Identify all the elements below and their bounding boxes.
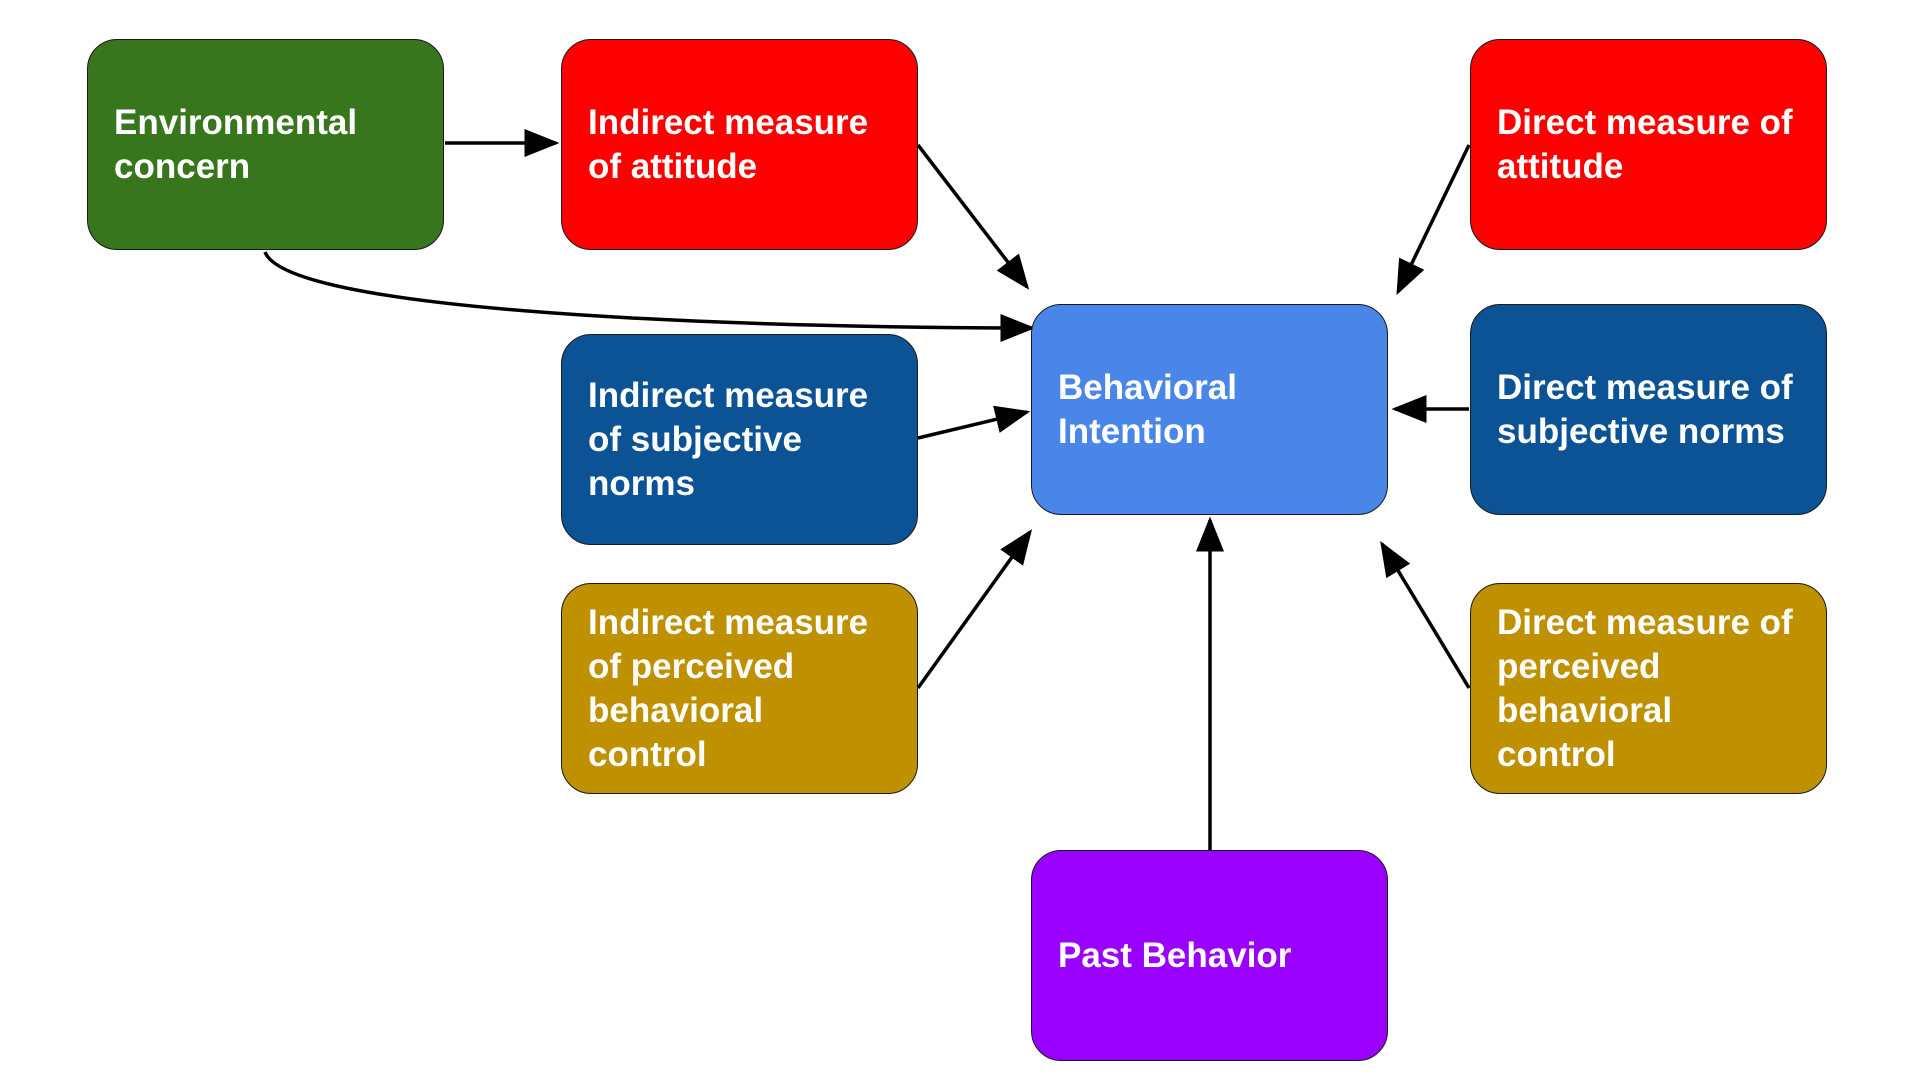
edge-indirect-control-to-behavioral-intention: [916, 529, 1033, 690]
node-label: Behavioral Intention: [1058, 367, 1237, 451]
edge-indirect-norms-to-behavioral-intention: [917, 405, 1031, 440]
edge-environmental-concern-to-behavioral-intention: [263, 251, 1036, 342]
node-label: Environmental concern: [114, 102, 358, 186]
node-indirect-attitude: Indirect measure of attitude: [561, 39, 918, 250]
node-label: Past Behavior: [1058, 935, 1292, 975]
node-label: Indirect measure of perceived behavioral…: [588, 602, 869, 774]
node-label: Indirect measure of attitude: [588, 102, 869, 186]
node-indirect-control: Indirect measure of perceived behavioral…: [561, 583, 918, 794]
node-direct-control: Direct measure of perceived behavioral c…: [1470, 583, 1827, 794]
node-behavioral-intention: Behavioral Intention: [1031, 304, 1388, 515]
edge-indirect-attitude-to-behavioral-intention: [916, 143, 1030, 290]
node-label: Direct measure of subjective norms: [1497, 367, 1793, 451]
edge-direct-control-to-behavioral-intention: [1380, 541, 1471, 689]
node-environmental-concern: Environmental concern: [87, 39, 444, 250]
node-label: Direct measure of attitude: [1497, 102, 1793, 186]
edge-direct-attitude-to-behavioral-intention: [1396, 144, 1471, 296]
node-label: Direct measure of perceived behavioral c…: [1497, 602, 1793, 774]
node-indirect-norms: Indirect measure of subjective norms: [561, 334, 918, 545]
node-label: Indirect measure of subjective norms: [588, 375, 869, 503]
node-direct-attitude: Direct measure of attitude: [1470, 39, 1827, 250]
node-past-behavior: Past Behavior: [1031, 850, 1388, 1061]
node-direct-norms: Direct measure of subjective norms: [1470, 304, 1827, 515]
